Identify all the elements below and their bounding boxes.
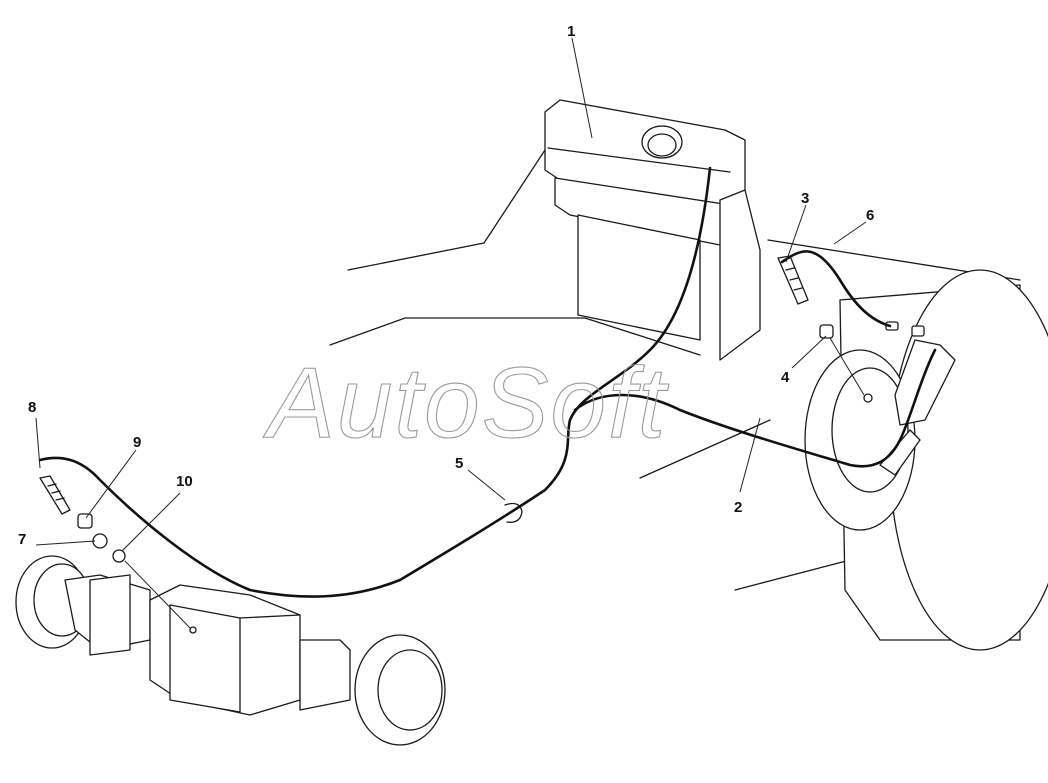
callout-8: 8	[28, 399, 36, 416]
callout-6: 6	[866, 207, 874, 224]
callout-1: 1	[567, 23, 575, 40]
callout-2: 2	[734, 499, 742, 516]
callout-3: 3	[801, 190, 809, 207]
reservoir-tank	[544, 99, 761, 361]
rear-axle	[804, 269, 1048, 651]
hose-rear-short	[780, 250, 892, 328]
hose-main-right	[573, 348, 937, 468]
callout-10: 10	[176, 473, 193, 490]
front-axle	[15, 555, 446, 746]
leader-lines	[35, 37, 867, 629]
hose-main-left	[38, 166, 712, 598]
brake-hoses	[38, 166, 937, 598]
callout-5: 5	[455, 455, 463, 472]
callout-4: 4	[781, 369, 790, 386]
callout-labels: 1 2 3 4 5 6 7 8 9 10	[18, 23, 874, 548]
watermark-text: AutoSoft	[263, 347, 670, 459]
fittings	[39, 255, 925, 563]
callout-9: 9	[133, 434, 141, 451]
callout-7: 7	[18, 531, 26, 548]
